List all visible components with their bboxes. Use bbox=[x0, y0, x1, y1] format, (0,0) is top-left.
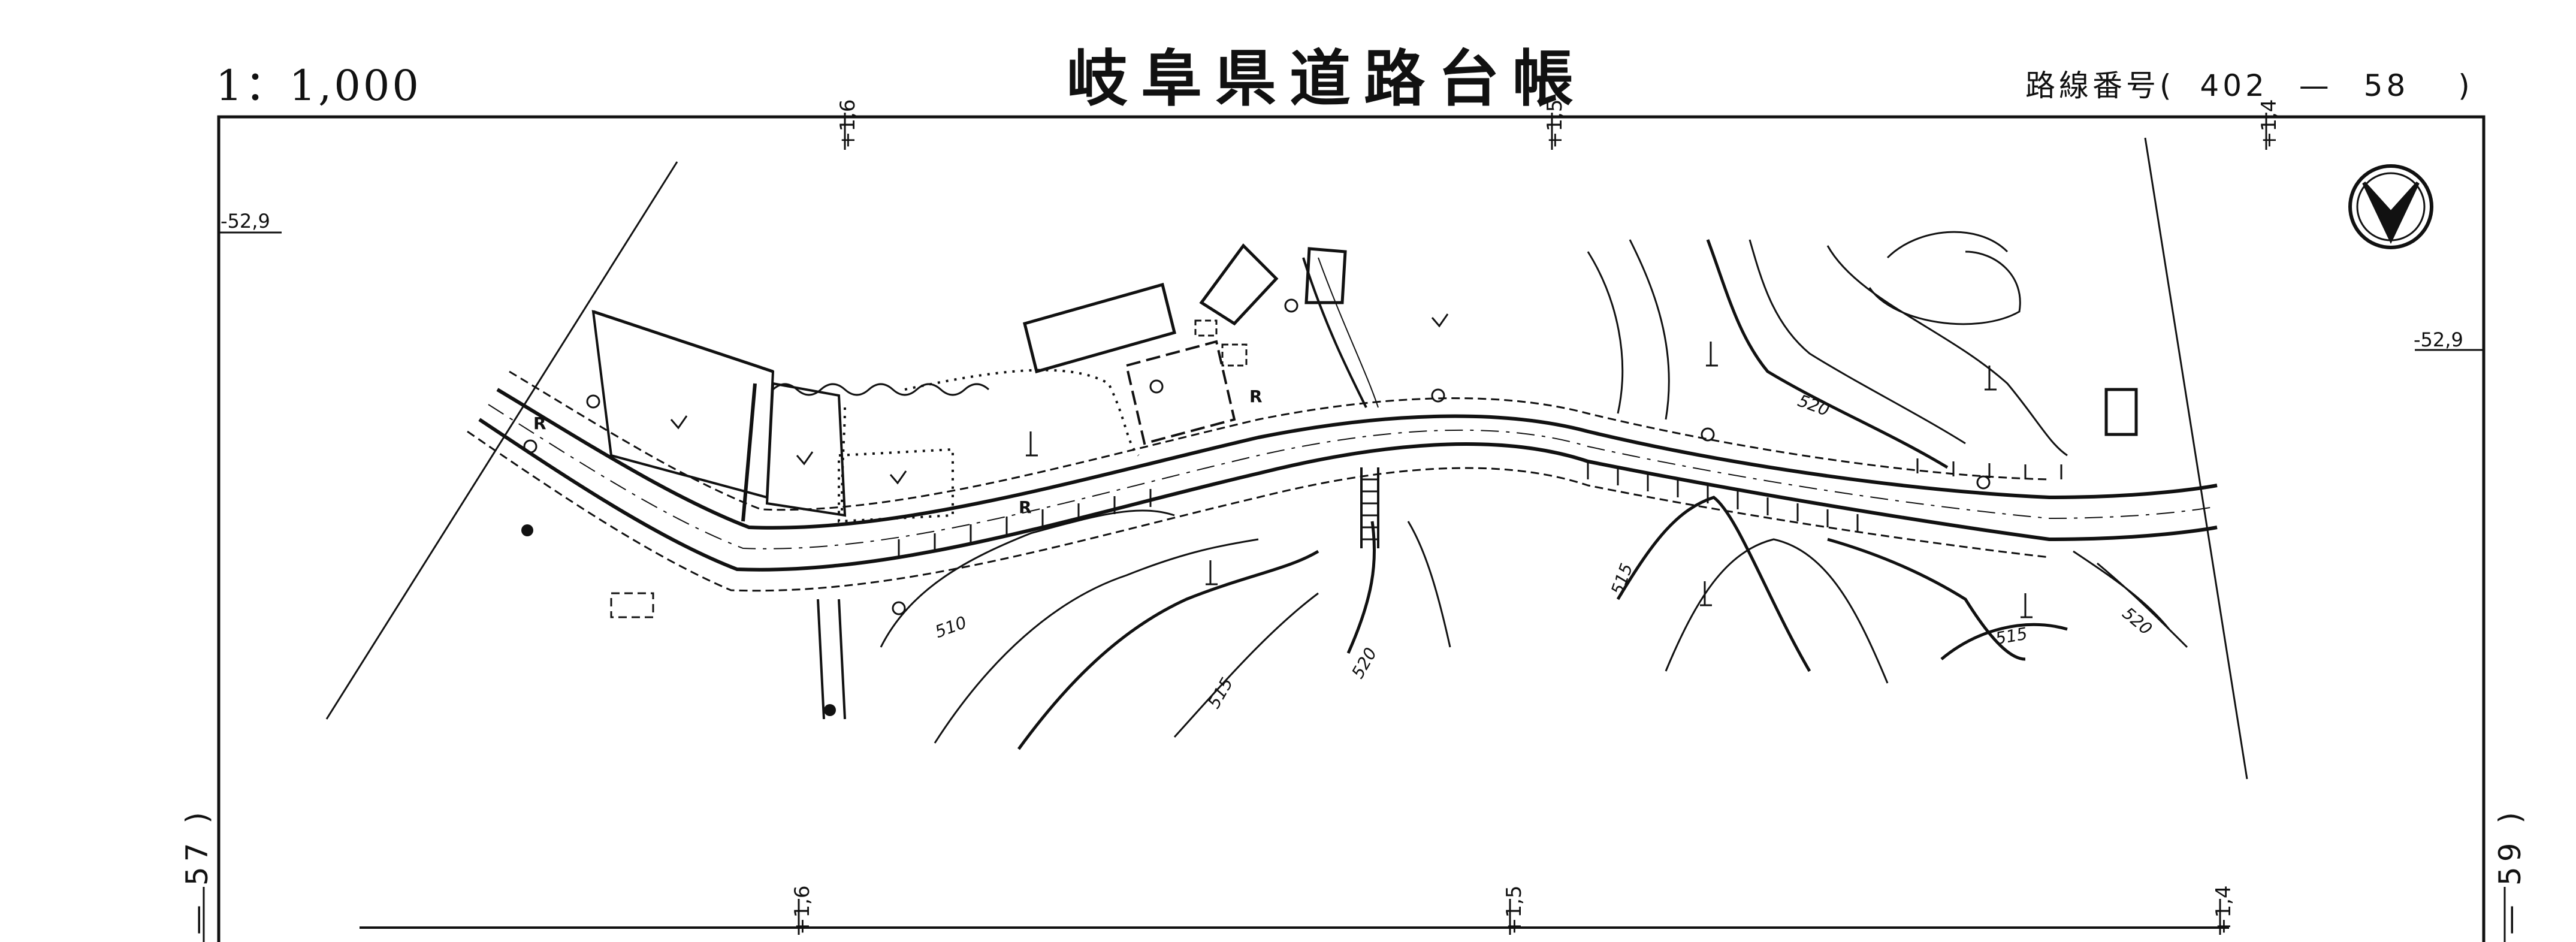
small-dashed-2 bbox=[1194, 319, 1218, 337]
bridge bbox=[1360, 467, 1379, 548]
map-title: 岐阜県道路台帳 bbox=[1067, 44, 1587, 115]
building-3 bbox=[1304, 247, 1347, 304]
contour-lines bbox=[880, 231, 2188, 750]
benchmark-point-2 bbox=[521, 524, 533, 536]
route-dash: — bbox=[2299, 68, 2333, 103]
lot-2 bbox=[765, 382, 847, 517]
road-marker-r-2: R bbox=[1019, 497, 1032, 517]
road-marker-r-1: R bbox=[533, 413, 546, 433]
hedge-1 bbox=[772, 383, 990, 396]
right-match-line bbox=[2144, 137, 2248, 780]
grid-label-left: -52,9 bbox=[221, 210, 270, 233]
main-road bbox=[467, 370, 2218, 592]
building-4 bbox=[2104, 388, 2138, 436]
small-dashed-3 bbox=[1221, 343, 1248, 367]
route-number-value: 402 bbox=[2200, 68, 2268, 103]
road-marker-r-3: R bbox=[1249, 387, 1263, 406]
route-close: ) bbox=[2458, 68, 2474, 103]
map-frame bbox=[217, 115, 2486, 942]
route-number: 路線番号( 402 — 58 ) bbox=[2025, 71, 2474, 101]
grid-label-right: -52,9 bbox=[2414, 328, 2463, 351]
route-sheet-value: 58 bbox=[2363, 68, 2409, 103]
map-scale: 1：1,000 bbox=[216, 61, 421, 110]
lot-dotted bbox=[838, 448, 954, 523]
small-dashed bbox=[610, 592, 654, 618]
north-arrow-icon bbox=[2348, 164, 2433, 249]
left-match-line bbox=[325, 161, 678, 720]
building-2 bbox=[1199, 243, 1279, 326]
route-label: 路線番号( bbox=[2025, 68, 2175, 103]
building-1 bbox=[1022, 282, 1177, 374]
benchmark-point-1 bbox=[824, 704, 836, 716]
house-dashed bbox=[1125, 340, 1236, 445]
